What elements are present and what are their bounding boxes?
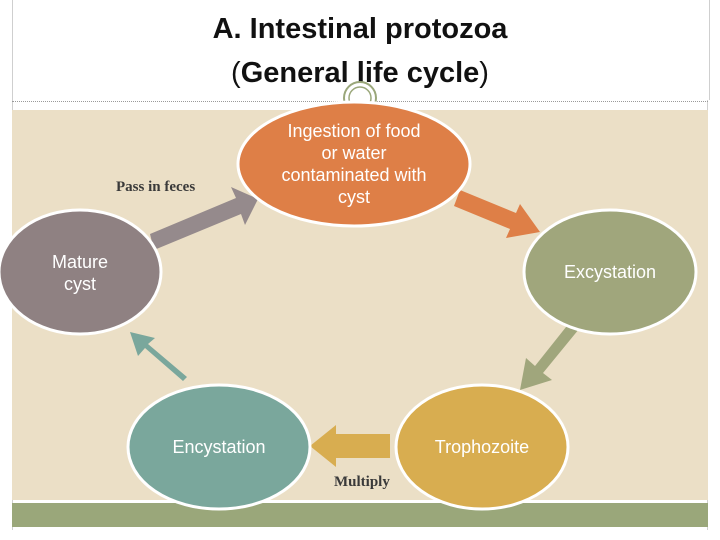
bottom-band (12, 503, 708, 527)
node-mature-cyst-label: Mature cyst (51, 252, 109, 294)
arrow-encystation-to-mature-cyst (130, 332, 187, 381)
subtitle-open-paren: ( (231, 57, 241, 89)
node-ingestion (236, 100, 472, 228)
node-excystation-label: Excystation (563, 262, 657, 282)
node-ingestion-label: Ingestion of food or water contaminated … (281, 121, 427, 207)
arrow-mature-cyst-to-ingestion (150, 187, 258, 250)
arrow-trophozoite-to-encystation (310, 425, 390, 467)
node-excystation (522, 208, 698, 336)
subtitle-close-paren: ) (479, 57, 489, 89)
node-encystation (126, 383, 312, 511)
arrow-excystation-to-trophozoite (520, 322, 579, 390)
arrow-ingestion-to-excystation (454, 190, 540, 238)
node-encystation-label: Encystation (172, 437, 266, 457)
edge-label-pass-in-feces: Pass in feces (116, 179, 196, 195)
slide-title: A. Intestinal protozoa (212, 13, 508, 45)
edge-label-multiply: Multiply (334, 474, 390, 490)
node-mature-cyst (0, 208, 163, 336)
node-trophozoite (394, 383, 570, 511)
node-trophozoite-label: Trophozoite (434, 437, 530, 457)
